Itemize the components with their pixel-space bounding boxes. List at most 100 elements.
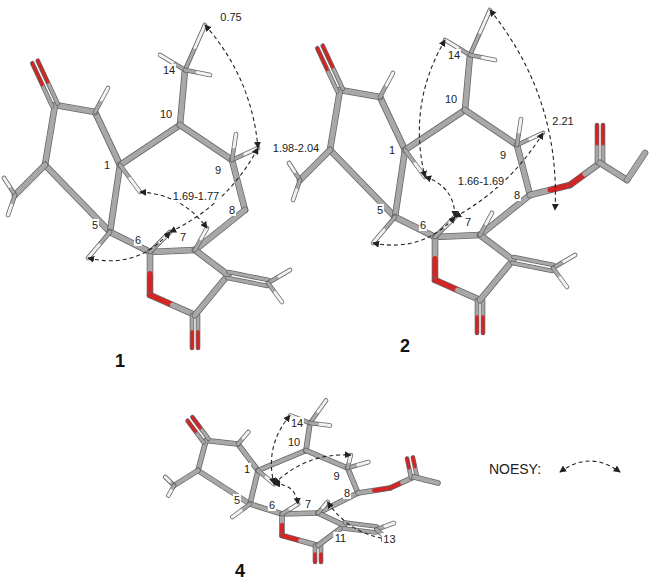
bond-half	[300, 165, 315, 180]
bond-half	[160, 55, 173, 63]
bond-half	[470, 55, 483, 58]
bond-half	[480, 224, 486, 235]
bond-outline	[330, 150, 395, 217]
bond-outline	[323, 46, 343, 89]
atom-label: 5	[233, 494, 241, 506]
bond-outline	[512, 263, 552, 271]
bond-half	[279, 270, 290, 277]
bond-outline	[601, 125, 606, 163]
bond-outline	[250, 471, 258, 505]
noesy-arrow	[88, 232, 170, 261]
bond-outline	[198, 441, 206, 471]
bond-half	[445, 40, 458, 48]
bond-half	[45, 165, 78, 199]
bond-half	[247, 282, 267, 286]
atom-label: 7	[464, 216, 472, 228]
bond-half	[318, 401, 326, 412]
bond-outline	[310, 401, 326, 424]
atom-label: 6	[268, 499, 276, 511]
bond-outline	[319, 546, 324, 563]
atom-label: 9	[214, 164, 222, 176]
atom-label: 10	[287, 435, 301, 447]
bond-outline	[306, 423, 310, 451]
bond-half	[200, 428, 208, 439]
bond-outline	[480, 260, 513, 300]
bond-half	[30, 165, 45, 180]
atom-label: 0.75	[219, 11, 242, 23]
bond-outline	[120, 125, 180, 165]
bond-outline	[198, 471, 250, 505]
bond-outline	[120, 165, 140, 192]
bond-half	[320, 424, 330, 425]
bond-half	[602, 125, 605, 144]
bond-outline	[376, 523, 394, 530]
bond-outline	[45, 165, 110, 232]
bond-half	[405, 150, 415, 164]
bond-half	[385, 523, 394, 526]
bond-outline	[465, 110, 517, 145]
bond-half	[212, 263, 229, 276]
atom-label: 1	[243, 462, 251, 474]
stick-model	[4, 25, 290, 348]
bond-outline	[313, 546, 318, 563]
bond-outline	[595, 125, 600, 163]
atom-label: 14	[290, 417, 304, 429]
bond-outline	[570, 163, 600, 185]
bond-half	[75, 109, 95, 113]
bond-half	[470, 33, 480, 56]
bond-half	[433, 237, 438, 259]
atom-label: 1.98-2.04	[272, 142, 320, 154]
bond-outline	[95, 112, 120, 165]
bond-half	[323, 502, 328, 508]
bond-half	[201, 228, 207, 239]
bond-half	[405, 130, 435, 150]
atom-label: 1	[103, 159, 111, 171]
bond-half	[323, 46, 333, 68]
bond-half	[249, 276, 269, 280]
bond-half	[148, 252, 153, 274]
noesy-arrow	[425, 177, 455, 217]
bond-half	[320, 554, 323, 562]
bond-outline	[330, 90, 340, 150]
bond-outline	[8, 195, 15, 215]
bond-half	[387, 73, 394, 85]
noesy-arrow	[271, 416, 290, 485]
bond-half	[88, 245, 99, 258]
bond-outline	[195, 228, 207, 250]
bond-half	[38, 61, 48, 83]
atom-label: 5	[91, 219, 99, 231]
bond-half	[229, 272, 249, 276]
bond-half	[564, 255, 575, 262]
noesy-arrow	[274, 455, 351, 484]
bond-half	[373, 230, 384, 243]
bond-half	[380, 85, 387, 97]
bond-half	[258, 471, 266, 478]
bond-half	[330, 120, 335, 150]
noesy-key-arrow	[560, 461, 620, 472]
bond-outline	[147, 252, 154, 295]
atom-label: 7	[179, 231, 187, 243]
bond-half	[99, 232, 110, 245]
bond-half	[185, 48, 195, 71]
bond-half	[197, 332, 200, 349]
bond-outline	[310, 423, 330, 426]
bond-half	[120, 145, 150, 165]
bond-outline	[306, 451, 348, 469]
bond-half	[553, 268, 560, 278]
bond-half	[268, 283, 275, 293]
bond-half	[222, 442, 238, 444]
bond-half	[483, 58, 496, 61]
bond-outline	[600, 163, 627, 180]
bond-half	[491, 128, 517, 146]
bond-half	[458, 235, 481, 236]
bond-half	[532, 267, 552, 271]
bond-outline	[470, 10, 490, 55]
bond-outline	[192, 417, 208, 439]
bond-outline	[530, 185, 570, 195]
bond-half	[380, 97, 393, 124]
bond-outline	[95, 88, 108, 112]
atom-label: 13	[382, 532, 396, 544]
atom-label: 14	[162, 64, 176, 76]
atom-label: 1.66-1.69	[457, 175, 505, 187]
bond-half	[241, 504, 250, 511]
